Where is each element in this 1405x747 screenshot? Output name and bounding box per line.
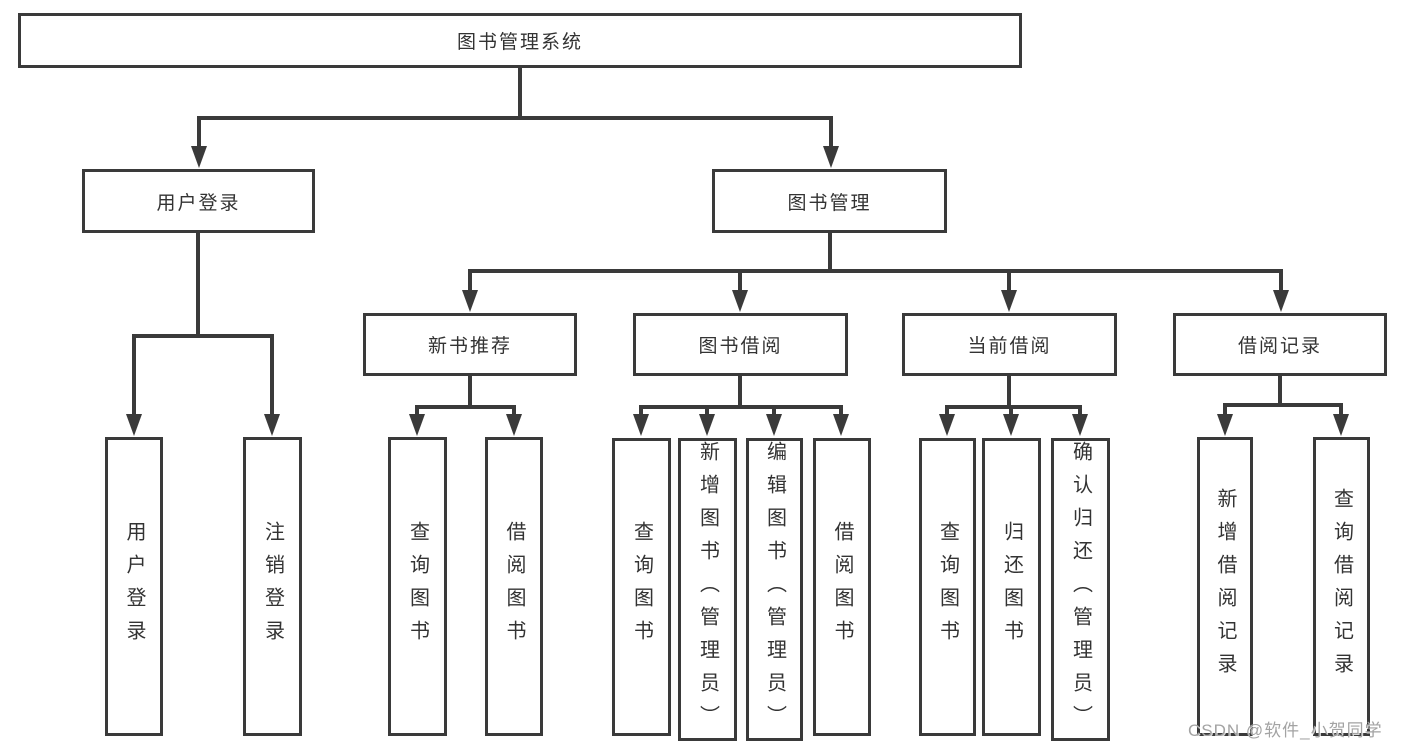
leaf-query-borrow-record: 查询借阅记录 bbox=[1313, 437, 1370, 736]
leaf-borrow-books-recommend: 借阅图书 bbox=[485, 437, 543, 736]
leaf-logout-label: 注销登录 bbox=[261, 520, 284, 653]
leaf-query-books-borrow-label: 查询图书 bbox=[630, 521, 653, 653]
connector-book-management-children bbox=[468, 231, 1283, 291]
node-book-borrow-label: 图书借阅 bbox=[698, 336, 783, 357]
arrowheads bbox=[126, 146, 1349, 436]
connector-book-borrow-children bbox=[639, 374, 843, 416]
node-new-book-recommend: 新书推荐 bbox=[363, 313, 577, 376]
node-book-management: 图书管理 bbox=[712, 169, 947, 233]
node-new-book-recommend-label: 新书推荐 bbox=[427, 336, 512, 357]
leaf-user-login: 用户登录 bbox=[105, 437, 163, 736]
node-user-login: 用户登录 bbox=[82, 169, 315, 233]
connector-current-borrow-children bbox=[945, 374, 1082, 416]
node-borrow-records: 借阅记录 bbox=[1173, 313, 1387, 376]
node-current-borrow-label: 当前借阅 bbox=[967, 336, 1052, 357]
leaf-add-borrow-record: 新增借阅记录 bbox=[1197, 437, 1253, 736]
connector-borrow-records-children bbox=[1223, 374, 1343, 416]
leaf-borrow-books-recommend-label: 借阅图书 bbox=[503, 520, 525, 653]
connector-user-login-children bbox=[132, 231, 274, 416]
leaf-query-books-recommend: 查询图书 bbox=[388, 437, 447, 736]
leaf-add-book-admin: 新增图书（管理员） bbox=[678, 438, 737, 741]
leaf-user-login-label: 用户登录 bbox=[123, 520, 145, 653]
node-root-label: 图书管理系统 bbox=[456, 32, 583, 53]
node-book-borrow: 图书借阅 bbox=[633, 313, 848, 376]
node-current-borrow: 当前借阅 bbox=[902, 313, 1117, 376]
watermark: CSDN @软件_小贺同学 bbox=[1188, 721, 1383, 740]
node-borrow-records-label: 借阅记录 bbox=[1237, 336, 1322, 357]
connector-new-book-recommend-children bbox=[415, 374, 516, 416]
leaf-query-borrow-record-label: 查询借阅记录 bbox=[1330, 487, 1353, 686]
node-user-login-label: 用户登录 bbox=[156, 192, 241, 214]
leaf-query-books-borrow: 查询图书 bbox=[612, 438, 671, 736]
leaf-confirm-return-admin: 确认归还（管理员） bbox=[1051, 438, 1110, 741]
connector-root-to-level2 bbox=[197, 66, 833, 148]
leaf-query-books-current-label: 查询图书 bbox=[936, 521, 959, 653]
leaf-edit-book-admin-label: 编辑图书（管理员） bbox=[763, 441, 786, 738]
leaf-query-books-current: 查询图书 bbox=[919, 438, 976, 736]
leaf-edit-book-admin: 编辑图书（管理员） bbox=[746, 438, 803, 741]
leaf-return-book: 归还图书 bbox=[982, 438, 1041, 736]
leaf-borrow-books-borrow-label: 借阅图书 bbox=[831, 521, 853, 653]
leaf-return-book-label: 归还图书 bbox=[1000, 521, 1023, 653]
node-root: 图书管理系统 bbox=[18, 13, 1022, 68]
leaf-add-borrow-record-label: 新增借阅记录 bbox=[1214, 487, 1236, 686]
leaf-confirm-return-admin-label: 确认归还（管理员） bbox=[1069, 441, 1092, 738]
leaf-logout: 注销登录 bbox=[243, 437, 302, 736]
leaf-add-book-admin-label: 新增图书（管理员） bbox=[696, 441, 719, 738]
node-book-management-label: 图书管理 bbox=[787, 192, 872, 214]
leaf-query-books-recommend-label: 查询图书 bbox=[406, 520, 429, 653]
leaf-borrow-books-borrow: 借阅图书 bbox=[813, 438, 871, 736]
